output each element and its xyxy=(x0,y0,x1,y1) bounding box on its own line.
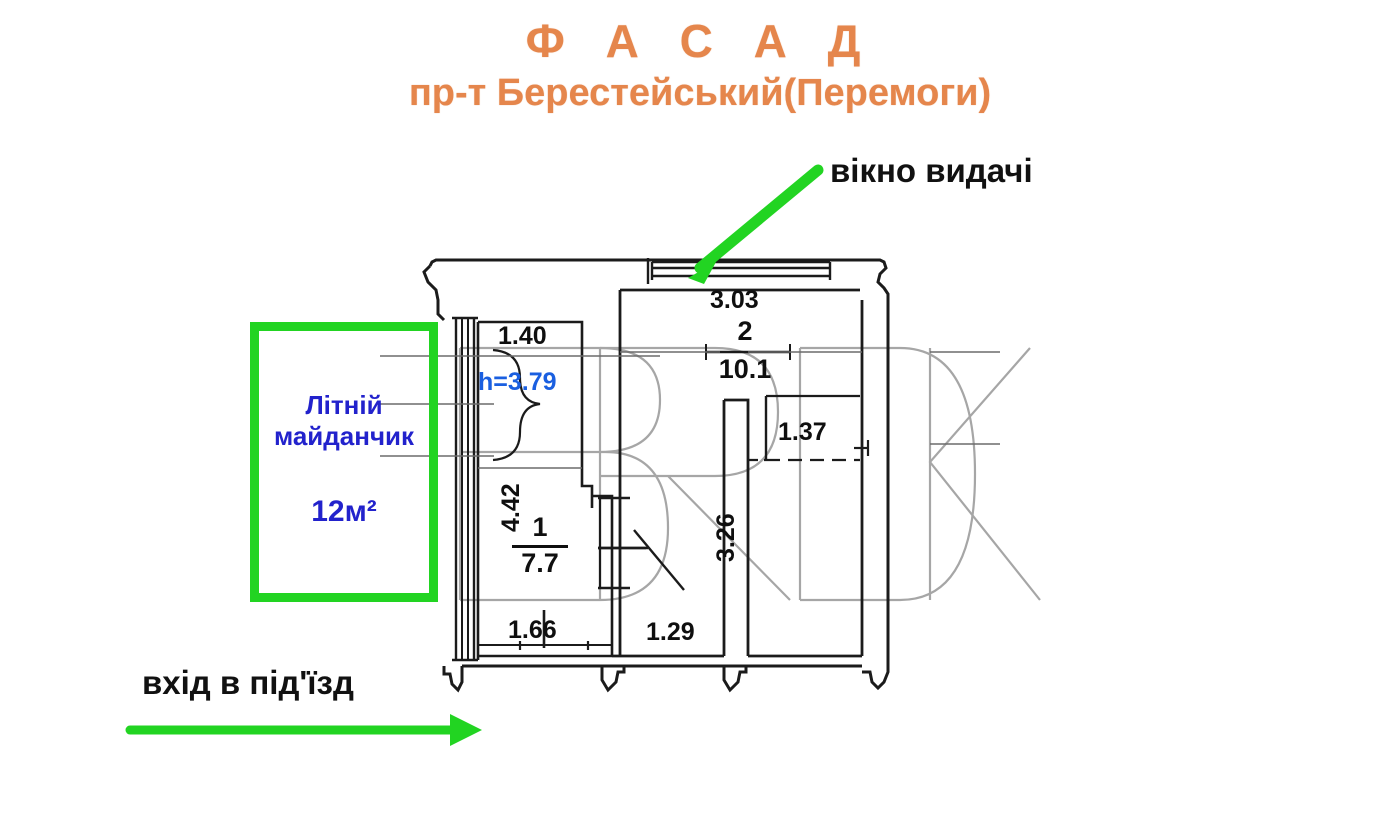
room-1-area: 7.7 xyxy=(521,548,559,578)
delivery-window-label: вікно видачі xyxy=(830,152,1033,189)
dimension-top-left: 1.40 xyxy=(498,322,547,350)
dimension-bottom-left: 1.66 xyxy=(508,616,557,644)
dimension-mid-vertical: 3.26 xyxy=(712,513,740,562)
dimension-bottom-mid: 1.29 xyxy=(646,618,695,646)
ceiling-height-note: h=3.79 xyxy=(478,368,557,396)
room-2-number: 2 xyxy=(737,316,753,346)
room-1-rule xyxy=(512,545,568,548)
room-1-number: 1 xyxy=(532,512,548,542)
entrance-arrow-icon xyxy=(125,714,482,746)
window-arrow-icon xyxy=(688,164,824,284)
dimension-top-right: 3.03 xyxy=(710,286,759,314)
summer-terrace-highlight-box xyxy=(250,322,438,602)
dimension-right-niche: 1.37 xyxy=(778,418,827,446)
room-2-area: 10.1 xyxy=(718,354,772,384)
entrance-label: вхід в під'їзд xyxy=(142,664,354,701)
